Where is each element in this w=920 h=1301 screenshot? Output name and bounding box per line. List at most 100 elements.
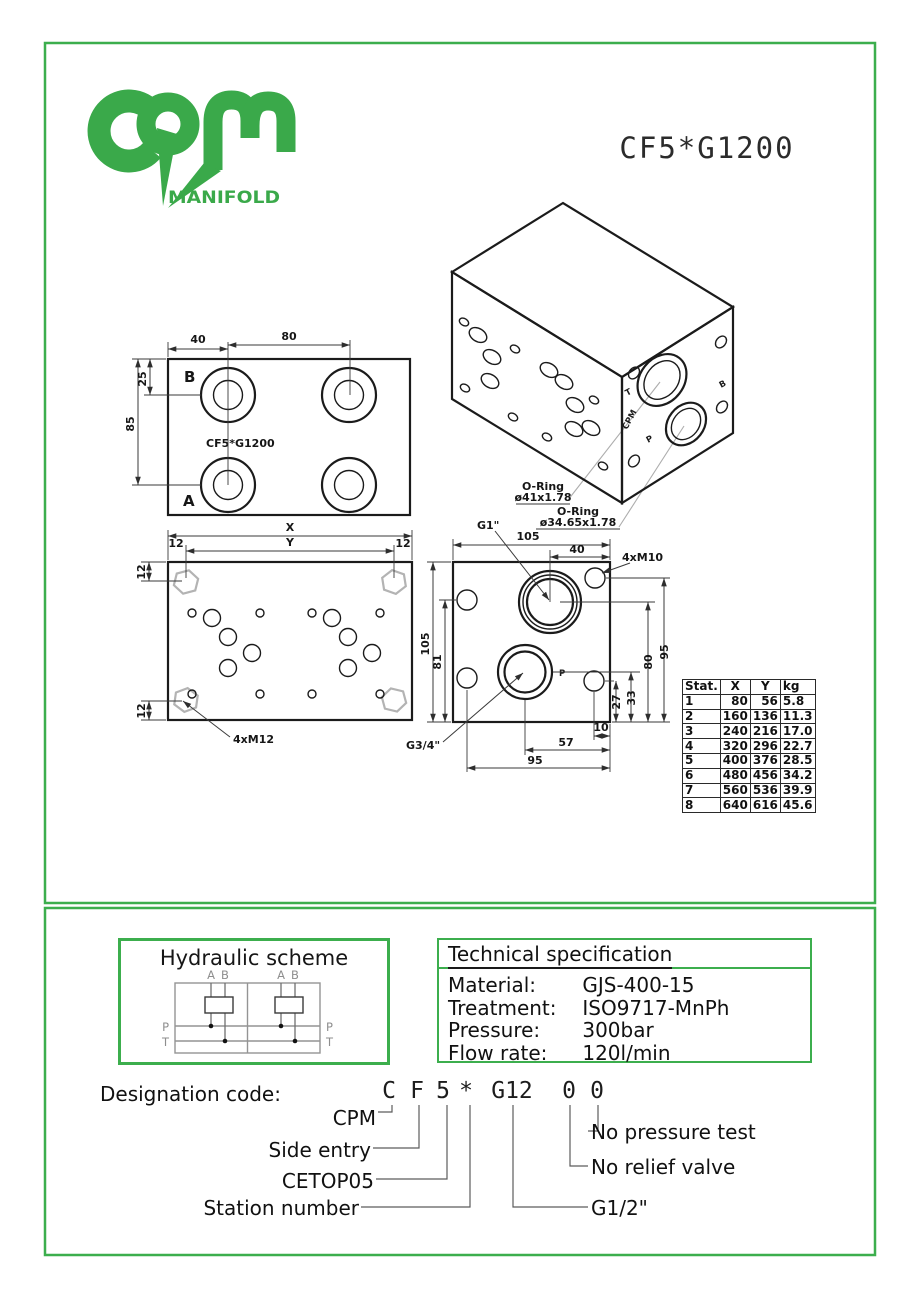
- logo-letter-p-tail: [157, 128, 177, 206]
- spec-value: ISO9717-MnPh: [582, 995, 730, 1020]
- isometric-view: T P CPM B: [449, 201, 736, 528]
- iso-front-face-holes: [458, 317, 609, 471]
- spec-label: Pressure:: [448, 1018, 541, 1042]
- cell-x: 80: [719, 693, 751, 710]
- spec-title: Technical specification: [448, 942, 673, 969]
- port-label-b: B: [184, 368, 195, 386]
- port-g1-label: G1": [477, 519, 499, 532]
- cell-x: 160: [719, 708, 751, 725]
- oring-callouts: O-Ring ø41x1.78 O-Ring ø34.65x1.78: [514, 480, 620, 530]
- dim-85: 85: [124, 416, 137, 431]
- code-char-c: C: [382, 1078, 396, 1104]
- iso-mark-b: B: [718, 379, 728, 391]
- dim-105-top: 105: [517, 530, 540, 543]
- cell-y: 216: [749, 723, 781, 740]
- side-view-outline: [451, 560, 612, 724]
- cell-kg: 17.0: [779, 723, 816, 740]
- dim-105-left: 105: [419, 633, 432, 656]
- technical-specification-box: Technical specification Material: GJS-40…: [437, 938, 812, 1065]
- spec-label: Treatment:: [448, 995, 557, 1020]
- cell-x: 640: [719, 797, 751, 814]
- col-header-x: X: [719, 679, 751, 695]
- oring2-size: ø34.65x1.78: [540, 516, 617, 529]
- code-char-f: F: [410, 1078, 424, 1104]
- cell-y: 56: [749, 693, 781, 710]
- cell-y: 616: [749, 797, 781, 814]
- code-char-0a: 0: [562, 1078, 576, 1104]
- cell-kg: 5.8: [779, 693, 816, 710]
- scheme-b2: B: [291, 968, 299, 982]
- cell-x: 240: [719, 723, 751, 740]
- cell-stat: 4: [682, 738, 721, 754]
- spec-row-flowrate: Flow rate: 120l/min: [448, 1040, 810, 1065]
- callout-side-entry: Side entry: [268, 1138, 372, 1162]
- oring1-label: O-Ring: [522, 480, 564, 493]
- top-view-dimensions: 40 80 25 85: [124, 330, 351, 486]
- top-view: B A CF5*G1200 40 80 25 85: [124, 330, 412, 517]
- dim-40: 40: [190, 333, 206, 346]
- side-port-p: P: [559, 669, 565, 679]
- cell-y: 376: [749, 752, 781, 769]
- code-char-5: 5: [436, 1078, 450, 1104]
- callout-no-relief-valve: No relief valve: [591, 1155, 736, 1179]
- cell-x: 400: [719, 752, 751, 769]
- top-view-outline: [166, 357, 412, 517]
- cell-stat: 2: [682, 708, 721, 725]
- callout-station-number: Station number: [203, 1196, 359, 1220]
- cell-kg: 45.6: [779, 797, 816, 814]
- plan-view-outline: [166, 560, 414, 722]
- spec-label: Flow rate:: [448, 1040, 548, 1065]
- scheme-p-left: P: [162, 1020, 169, 1034]
- port-label-a: A: [183, 492, 195, 510]
- callout-g12: G1/2": [591, 1196, 648, 1220]
- dim-12-bottom: 12: [135, 703, 148, 718]
- spec-row-material: Material: GJS-400-15: [448, 973, 810, 997]
- logo-word: MANIFOLD: [168, 188, 280, 208]
- cell-stat: 6: [682, 767, 721, 784]
- cell-y: 456: [749, 767, 781, 784]
- plan-corner-screws: [172, 568, 408, 714]
- oring1-size: ø41x1.78: [514, 491, 571, 504]
- dim-57: 57: [558, 736, 573, 749]
- side-view: P 105 40 105 81 95: [406, 519, 671, 772]
- logo-letter-m-tail: [168, 163, 221, 208]
- cell-y: 296: [749, 738, 781, 754]
- dim-25: 25: [136, 371, 149, 386]
- designation-callout-lines: [361, 1105, 599, 1208]
- cell-stat: 1: [682, 693, 721, 710]
- dim-27: 27: [610, 694, 623, 709]
- scheme-b1: B: [221, 968, 229, 982]
- cell-x: 480: [719, 767, 751, 784]
- spec-value: 300bar: [582, 1018, 654, 1042]
- code-char-star: *: [459, 1078, 473, 1104]
- scheme-t-left: T: [161, 1035, 170, 1049]
- cell-kg: 34.2: [779, 767, 816, 784]
- iso-mark-cpm: CPM: [621, 408, 640, 431]
- scheme-a2: A: [277, 968, 285, 982]
- cell-stat: 8: [682, 797, 721, 814]
- part-number-engraving: CF5*G1200: [206, 437, 275, 450]
- cell-kg: 11.3: [779, 708, 816, 725]
- scheme-t-right: T: [325, 1035, 334, 1049]
- dim-10: 10: [593, 721, 609, 734]
- cell-x: 320: [719, 738, 751, 754]
- thread-4xM12: 4xM12: [233, 733, 274, 746]
- iso-mark-t: T: [624, 387, 634, 399]
- dim-40-side: 40: [569, 543, 585, 556]
- dim-81: 81: [431, 654, 444, 669]
- side-view-dimensions: 105 40 105 81 95 80 33 27: [406, 519, 671, 772]
- oring2-label: O-Ring: [557, 505, 599, 518]
- logo-letter-m-right: [240, 91, 296, 152]
- plan-view: X Y 12 12 12 12 4xM12: [135, 521, 414, 746]
- plan-hole-pattern: [187, 608, 385, 699]
- callout-no-pressure-test: No pressure test: [591, 1120, 756, 1144]
